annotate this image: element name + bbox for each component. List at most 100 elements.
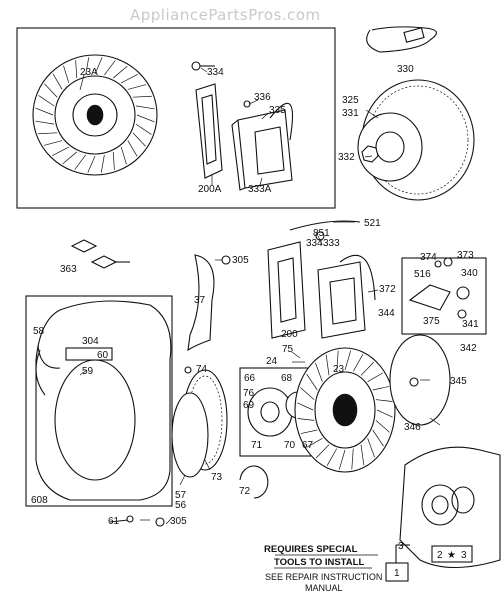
flywheel-fin — [100, 154, 105, 173]
switch-group-frame — [401, 257, 487, 335]
starter-pulley-69 — [247, 387, 293, 437]
screw-74 — [184, 366, 192, 374]
flywheel-fin — [127, 84, 147, 90]
callout-373: 373 — [457, 250, 474, 261]
callout-star: ★ — [447, 550, 456, 561]
callout-335: 335 — [269, 105, 286, 116]
ground-wire-330 — [366, 26, 437, 53]
special-tools-note: REQUIRES SPECIAL TOOLS TO INSTALL SEE RE… — [264, 544, 382, 593]
callout-23a: 23A — [80, 67, 98, 78]
callout-labels: 23A 334 336 335 200A 333A 330 325 331 33… — [31, 64, 479, 579]
callout-76: 76 — [243, 388, 255, 399]
flywheel-fin — [74, 154, 86, 170]
flywheel-fin — [300, 387, 315, 400]
flywheel-fin — [38, 95, 55, 107]
box-2-3 — [431, 545, 473, 563]
callout-37: 37 — [194, 295, 206, 306]
callout-363: 363 — [60, 264, 77, 275]
callout-516: 516 — [414, 269, 431, 280]
flywheel-fin — [325, 354, 330, 376]
flywheel-fin — [315, 362, 323, 382]
callout-58: 58 — [33, 326, 45, 337]
armature-bracket-200a — [195, 83, 223, 179]
flywheel-fin — [94, 57, 103, 75]
bolts-363 — [70, 239, 130, 269]
callout-23: 23 — [333, 364, 345, 375]
note-line-3: SEE REPAIR INSTRUCTION — [265, 572, 382, 582]
flywheel-fin — [297, 402, 314, 411]
callout-71: 71 — [251, 440, 263, 451]
flywheel-fin — [52, 146, 69, 157]
callout-59: 59 — [82, 366, 94, 377]
screw-334-top — [191, 61, 215, 71]
callout-3: 3 — [398, 541, 404, 552]
callout-325: 325 — [342, 95, 359, 106]
callout-75: 75 — [282, 344, 294, 355]
callout-72: 72 — [239, 486, 251, 497]
flywheel-fin — [35, 120, 55, 125]
screw-61 — [109, 515, 134, 523]
top-group-frame — [16, 27, 336, 209]
flywheel-fin — [367, 372, 383, 383]
callout-330: 330 — [397, 64, 414, 75]
callout-66: 66 — [244, 373, 256, 384]
flywheel-fin — [112, 65, 128, 79]
callout-331: 331 — [342, 108, 359, 119]
flywheel-fin — [352, 354, 364, 372]
callout-372: 372 — [379, 284, 396, 295]
flywheel-fin — [360, 361, 375, 376]
flywheel-fin — [120, 146, 127, 165]
label-frame-60 — [65, 347, 113, 361]
armature-bracket-200 — [267, 241, 306, 339]
callout-57: 57 — [175, 490, 187, 501]
blower-housing-frame — [25, 295, 173, 507]
callout-69: 69 — [243, 400, 255, 411]
callout-70: 70 — [284, 440, 296, 451]
flywheel-fin — [121, 73, 138, 84]
flywheel-fin — [351, 448, 354, 470]
flywheel-fin — [136, 114, 155, 123]
flywheel-fin — [297, 418, 315, 421]
flywheel-fin — [376, 409, 393, 418]
flywheel-fin — [375, 420, 390, 433]
callout-304: 304 — [82, 336, 99, 347]
flywheel-fin — [336, 350, 339, 372]
flywheel-fin — [44, 83, 58, 98]
nut-332 — [361, 145, 379, 163]
flywheel-23 — [294, 347, 396, 473]
flywheel-fin — [52, 73, 63, 90]
nut-305-bottom — [155, 517, 165, 527]
flywheel-23a — [32, 54, 158, 176]
flywheel-fin — [344, 350, 352, 371]
rope-handle-58 — [37, 344, 61, 369]
callout-374: 374 — [420, 252, 437, 263]
callout-200a: 200A — [198, 184, 222, 195]
flywheel-fin — [85, 57, 90, 76]
flywheel-fin — [63, 65, 70, 84]
note-line-2: TOOLS TO INSTALL — [274, 557, 364, 568]
baffle-37 — [187, 254, 215, 352]
flywheel-fin — [38, 132, 58, 135]
flywheel-fin — [367, 438, 375, 458]
callout-333: 333 — [323, 238, 340, 249]
callout-341: 341 — [462, 319, 479, 330]
flywheel-fin — [135, 123, 152, 135]
note-line-1: REQUIRES SPECIAL — [264, 544, 358, 555]
watermark: AppliancePartsPros.com — [130, 6, 321, 24]
flywheel-fin — [75, 60, 78, 79]
callout-56: 56 — [175, 500, 187, 511]
callout-346: 346 — [404, 422, 421, 433]
callout-375: 375 — [423, 316, 440, 327]
cable-521 — [289, 220, 361, 231]
callout-340: 340 — [461, 268, 478, 279]
clutch-331 — [357, 112, 423, 182]
callout-61: 61 — [108, 516, 120, 527]
callout-345: 345 — [450, 376, 467, 387]
leader-lines — [79, 67, 441, 525]
armature-333a — [231, 100, 293, 191]
callout-2: 2 — [437, 550, 443, 561]
callout-332: 332 — [338, 152, 355, 163]
flywheel-fin — [372, 386, 390, 391]
callout-336: 336 — [254, 92, 271, 103]
